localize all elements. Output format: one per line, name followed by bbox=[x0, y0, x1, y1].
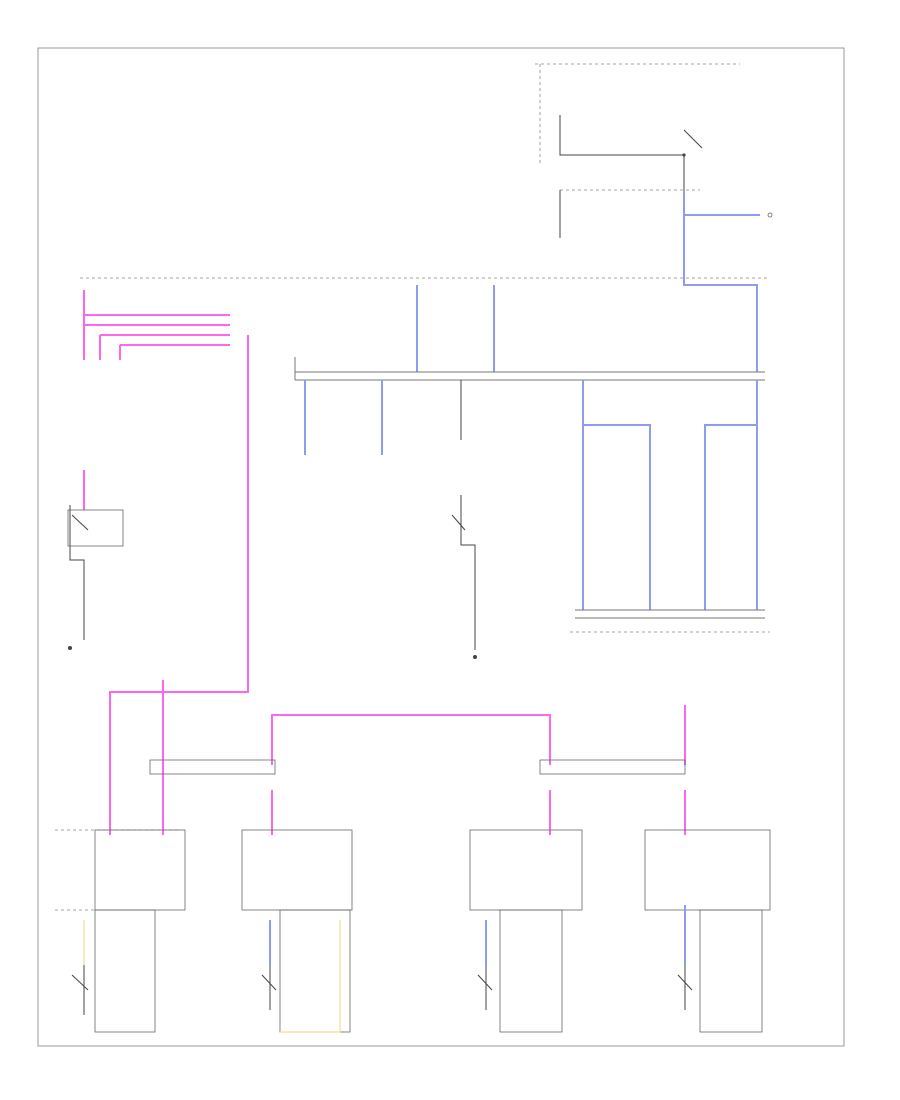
left-switch-wire bbox=[69, 505, 85, 640]
passenger-door-module bbox=[469, 829, 583, 911]
driver-switch-box bbox=[94, 909, 156, 1033]
blue-crossover-left bbox=[583, 424, 651, 610]
yellow-wire-left-rear bbox=[280, 920, 341, 1033]
door-switch-contact bbox=[451, 514, 466, 531]
driver-switch-contact bbox=[71, 974, 89, 991]
connector-right bbox=[539, 759, 686, 775]
ignition-switch-wire bbox=[559, 115, 685, 195]
left-ground-point bbox=[68, 646, 72, 650]
right-rear-switch-contact bbox=[677, 974, 693, 991]
left-rear-switch-contact bbox=[261, 974, 277, 991]
right-rear-switch-box bbox=[699, 909, 763, 1033]
blue-feed-terminal bbox=[767, 212, 773, 218]
blue-crossover-right bbox=[704, 424, 757, 610]
passenger-switch-box bbox=[499, 909, 563, 1033]
diagram-frame bbox=[37, 47, 845, 1047]
door-switch-leg bbox=[460, 495, 476, 650]
blue-feed-main-riser bbox=[683, 195, 758, 372]
pink-main-feed bbox=[109, 335, 249, 835]
driver-door-module bbox=[94, 829, 186, 911]
center-ground-point bbox=[473, 655, 477, 659]
ignition-switch-contact bbox=[683, 129, 703, 149]
connector-left bbox=[149, 759, 276, 775]
left-switch-box bbox=[67, 509, 124, 547]
left-rear-door-module bbox=[241, 829, 353, 911]
right-rear-door-module bbox=[644, 829, 771, 911]
left-switch-contact bbox=[71, 514, 89, 531]
pink-bridge bbox=[271, 714, 551, 765]
ignition-switch-pivot bbox=[682, 153, 686, 157]
passenger-switch-contact bbox=[477, 974, 493, 991]
